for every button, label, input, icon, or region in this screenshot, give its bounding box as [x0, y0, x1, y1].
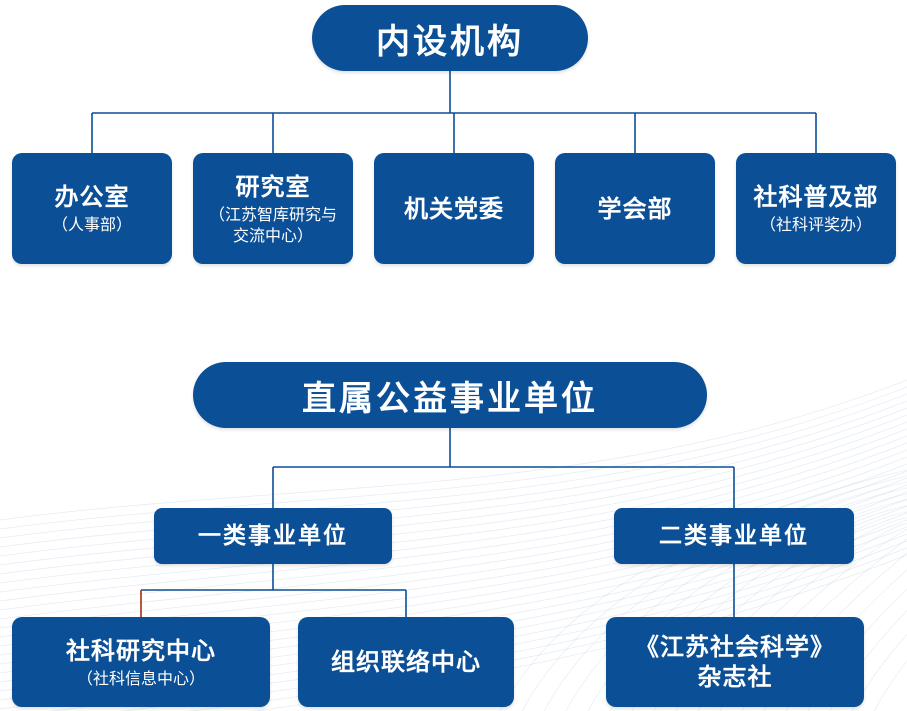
background-curve [0, 379, 907, 521]
dept-popularization: 社科普及部 （社科评奖办） [736, 153, 896, 264]
background-curve [0, 400, 907, 548]
background-curve [851, 565, 907, 711]
background-curve [0, 435, 907, 593]
dept-party-committee: 机关党委 [374, 153, 534, 264]
dept-popularization-sub: （社科评奖办） [759, 215, 872, 234]
background-curve [0, 407, 907, 557]
internal-departments-header: 内设机构 [312, 5, 588, 71]
background-curve [0, 442, 907, 602]
dept-popularization-name: 社科普及部 [753, 183, 879, 211]
research-center-sub: （社科信息中心） [76, 668, 205, 688]
journal-press-line2: 杂志社 [697, 663, 773, 691]
class1-institutions: 一类事业单位 [154, 508, 392, 564]
dept-office: 办公室 （人事部） [12, 153, 172, 264]
liaison-center: 组织联络中心 [298, 617, 514, 707]
journal-press-line1: 《江苏社会科学》 [635, 633, 835, 661]
dept-party-committee-name: 机关党委 [404, 194, 504, 223]
background-curve [0, 456, 907, 620]
background-curve [521, 475, 907, 711]
dept-research-sub: （江苏智库研究与交流中心） [208, 204, 337, 245]
background-curve [565, 487, 907, 711]
background-curve [543, 481, 907, 711]
dept-office-sub: （人事部） [51, 215, 132, 234]
background-curve [0, 386, 907, 530]
background-curve [873, 571, 907, 711]
background-curve [499, 469, 907, 711]
dept-office-name: 办公室 [54, 183, 130, 211]
public-institutions-header: 直属公益事业单位 [193, 362, 707, 428]
research-center-name: 社科研究中心 [66, 636, 216, 665]
background-curve [0, 428, 907, 584]
public-institutions-title: 直属公益事业单位 [302, 378, 598, 419]
liaison-center-name: 组织联络中心 [331, 648, 481, 676]
dept-research: 研究室 （江苏智库研究与交流中心） [193, 153, 353, 264]
class2-institutions: 二类事业单位 [614, 508, 854, 564]
class1-institutions-label: 一类事业单位 [198, 523, 348, 549]
background-curve [0, 414, 907, 566]
internal-departments-title: 内设机构 [376, 21, 524, 62]
dept-research-name: 研究室 [235, 172, 311, 201]
background-curve [0, 393, 907, 539]
dept-society-name: 学会部 [597, 194, 673, 223]
journal-press: 《江苏社会科学》 杂志社 [606, 617, 864, 707]
background-curve [0, 421, 907, 575]
social-science-research-center: 社科研究中心 （社科信息中心） [12, 617, 270, 707]
dept-society: 学会部 [555, 153, 715, 264]
background-curve [0, 449, 907, 611]
class2-institutions-label: 二类事业单位 [659, 523, 809, 549]
